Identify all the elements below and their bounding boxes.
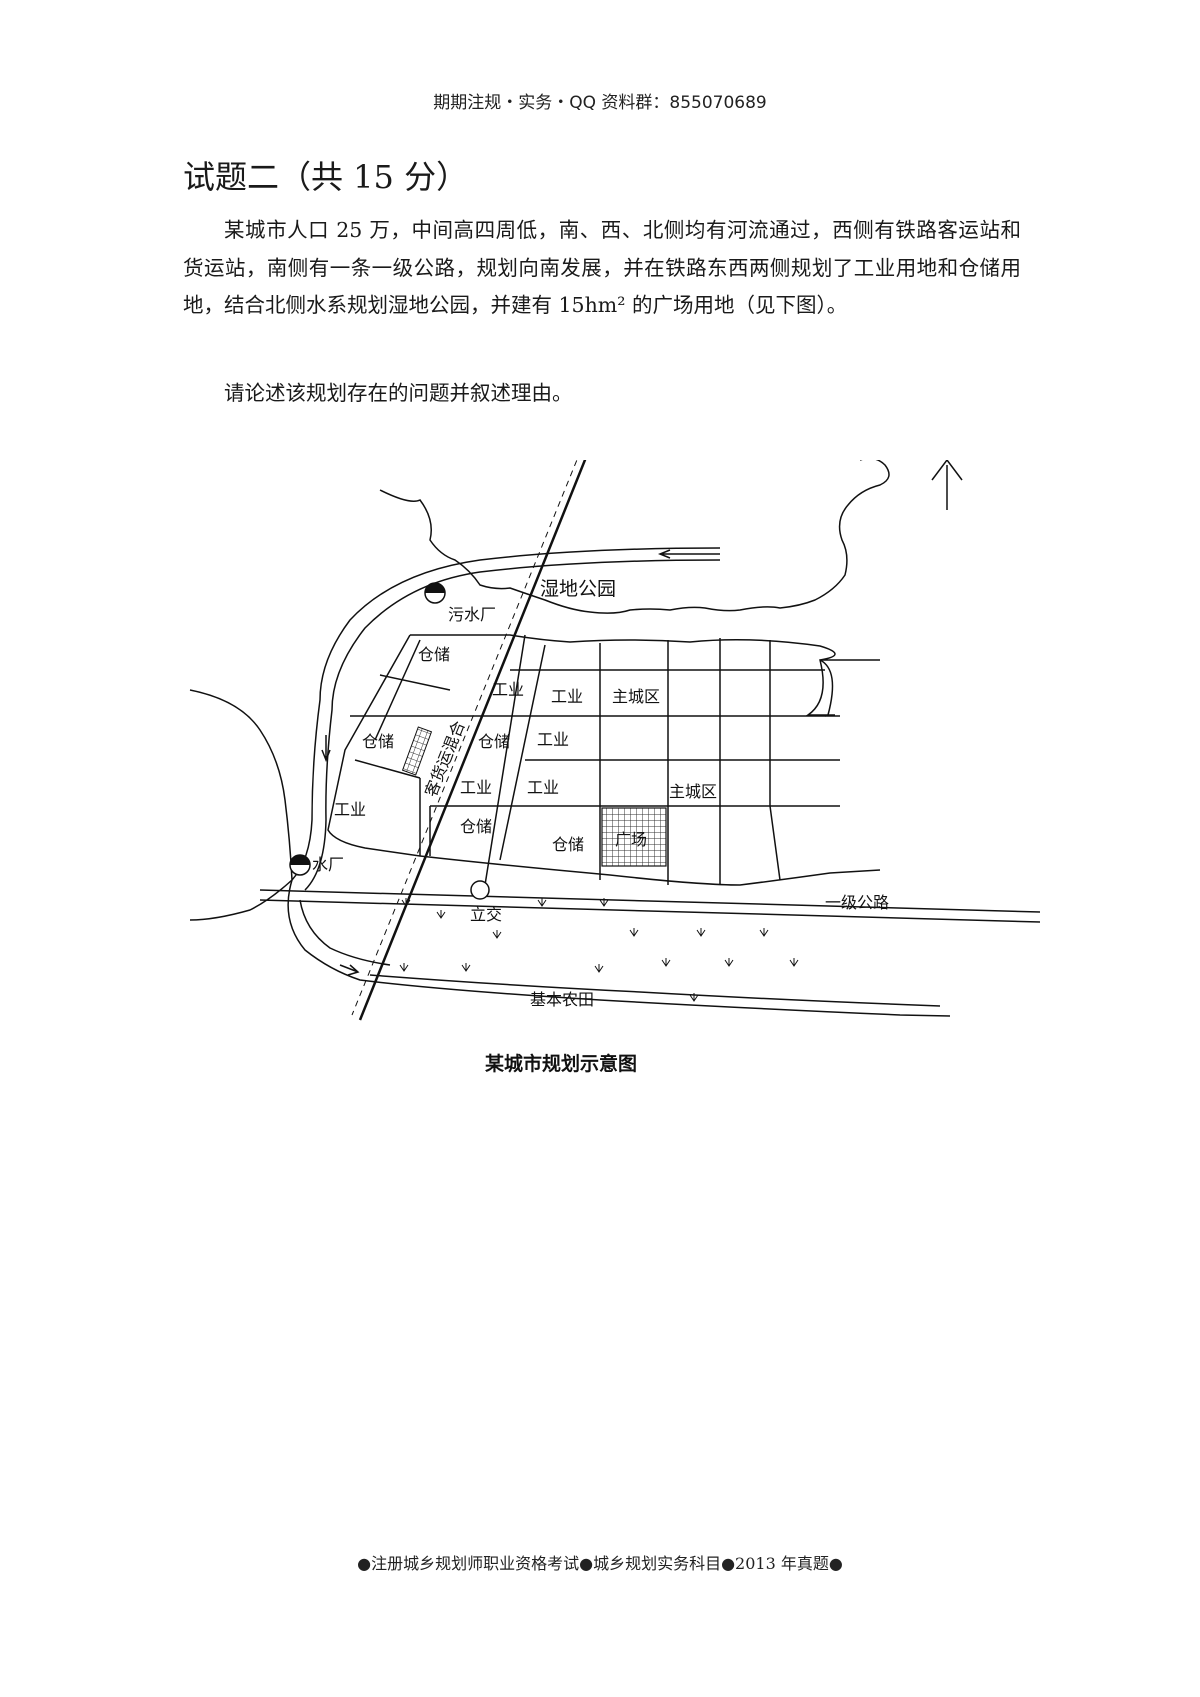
city-boundary-main xyxy=(327,634,881,886)
flow-arrow-west xyxy=(321,735,331,763)
zone-storage-c: 仓储 xyxy=(478,732,510,751)
railway-track xyxy=(351,460,578,1016)
road-north-south-1 xyxy=(499,644,546,861)
west-inner-roads xyxy=(354,639,451,856)
page-footer: ●注册城乡规划师职业资格考试●城乡规划实务科目●2013 年真题● xyxy=(357,1554,843,1573)
plaza-label: 广场 xyxy=(615,830,647,849)
zone-main-city-2: 主城区 xyxy=(669,782,717,801)
interchange-circle xyxy=(470,880,490,900)
north-south-road xyxy=(484,634,526,886)
zone-storage-s1: 仓储 xyxy=(460,817,492,836)
question-prompt: 请论述该规划存在的问题并叙述理由。 xyxy=(224,381,573,405)
farmland-symbols xyxy=(399,898,799,1002)
zone-storage-w: 仓储 xyxy=(362,732,394,751)
map-caption: 某城市规划示意图 xyxy=(485,1052,637,1075)
highway-north-edge xyxy=(259,889,1041,913)
sewage-plant-icon xyxy=(424,582,446,604)
zone-industry-sw: 工业 xyxy=(334,800,366,819)
flow-arrow-north xyxy=(657,549,720,559)
zone-storage-nw: 仓储 xyxy=(418,645,450,664)
south-river xyxy=(369,974,941,1007)
zone-industry-4: 工业 xyxy=(460,778,492,797)
water-plant-label: 水厂 xyxy=(312,855,344,874)
question-title: 试题二（共 15 分） xyxy=(183,158,469,196)
zone-industry-2: 工业 xyxy=(551,687,583,706)
water-plant-icon xyxy=(289,854,311,876)
west-river-south xyxy=(287,879,951,1017)
city-plan-diagram: N 湿地公园 污水厂 水厂 仓储 仓储 工业 工业 工业 主城区 xyxy=(189,460,1041,1075)
highway-label: 一级公路 xyxy=(825,893,889,912)
zone-main-city-1: 主城区 xyxy=(612,687,660,706)
zone-industry-5: 工业 xyxy=(527,778,559,797)
road-north-south-5 xyxy=(769,640,781,881)
north-river-inner xyxy=(304,559,721,891)
plaza-area xyxy=(601,807,667,867)
city-east-edge xyxy=(819,659,834,717)
sewage-plant-label: 污水厂 xyxy=(448,605,496,624)
city-plan-map: N 湿地公园 污水厂 水厂 仓储 仓储 工业 工业 工业 主城区 xyxy=(180,460,1060,1150)
station-block xyxy=(401,726,433,776)
south-river-inner xyxy=(299,899,391,966)
wetland-park-label: 湿地公园 xyxy=(540,578,616,600)
west-river xyxy=(189,689,293,881)
zone-industry-1: 工业 xyxy=(492,680,524,699)
zone-industry-3: 工业 xyxy=(537,730,569,749)
farmland-label: 基本农田 xyxy=(530,990,594,1009)
interchange-label: 立交 xyxy=(470,905,502,924)
railway xyxy=(358,460,587,1021)
north-wetland-boundary xyxy=(379,460,890,614)
flow-arrow-south xyxy=(339,964,360,976)
highway-south-edge xyxy=(259,899,1041,923)
north-arrow-icon xyxy=(931,460,963,510)
city-boundary xyxy=(410,634,880,716)
question-description: 某城市人口 25 万，中间高四周低，南、西、北侧均有河流通过，西侧有铁路客运站和… xyxy=(183,218,1021,317)
zone-storage-s2: 仓储 xyxy=(552,835,584,854)
page-header: 期期注规・实务・QQ 资料群：855070689 xyxy=(433,93,767,113)
north-river-outer xyxy=(189,547,721,921)
